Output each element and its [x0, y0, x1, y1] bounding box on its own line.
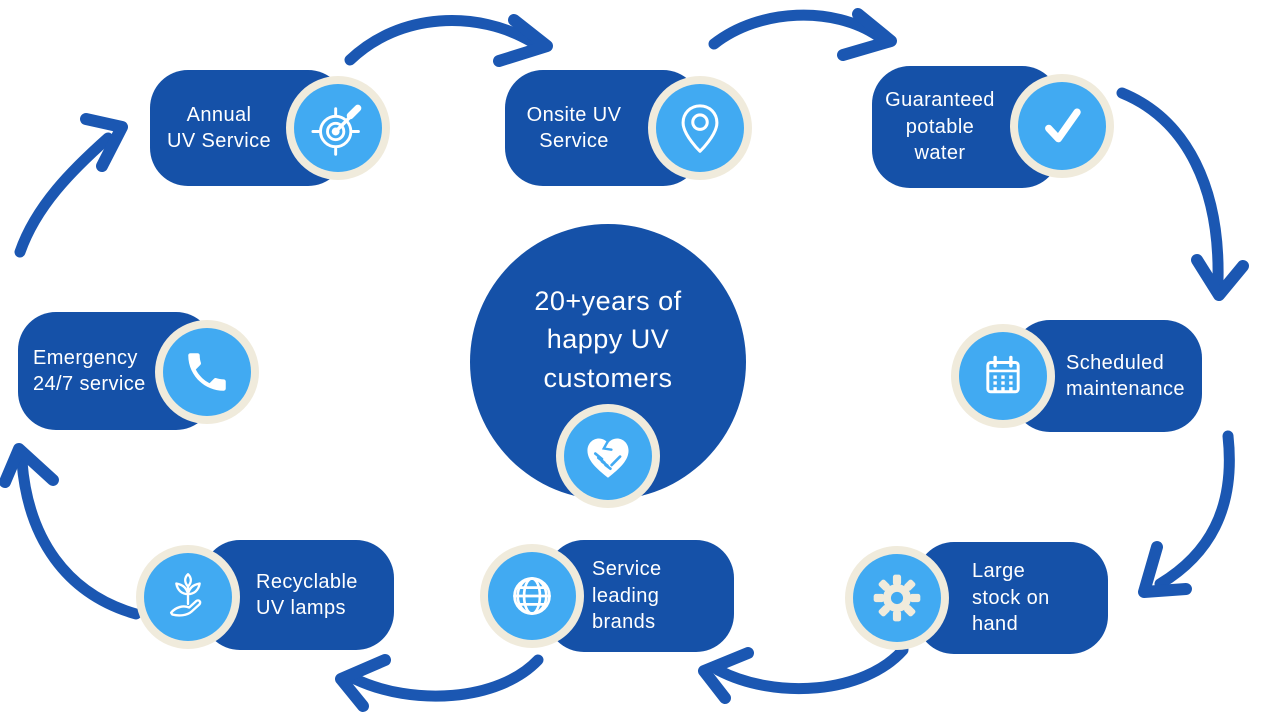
flow-arrowhead — [698, 647, 754, 704]
flow-arrow — [1116, 87, 1224, 286]
flow-arrowhead — [335, 654, 391, 712]
target-dart-icon — [311, 104, 362, 156]
location-pin-icon — [681, 104, 719, 153]
gear-icon — [873, 574, 921, 622]
flow-arrow — [708, 9, 884, 50]
flow-arrow — [712, 644, 909, 695]
gear-badge — [845, 546, 949, 650]
flow-arrowhead — [837, 8, 897, 61]
flow-arrowhead — [1191, 254, 1249, 301]
flow-arrow — [1154, 430, 1235, 590]
item-label-line: Guaranteed — [885, 89, 995, 112]
item-label-line: Service — [539, 130, 609, 152]
globe-badge — [480, 544, 584, 648]
calendar-badge — [951, 324, 1055, 428]
item-label-line: potable — [905, 115, 975, 138]
item-label-line: water — [914, 142, 966, 165]
flow-arrow — [344, 15, 538, 66]
flow-arrow — [16, 456, 142, 620]
plant-hand-badge — [136, 545, 240, 649]
globe-icon — [513, 577, 551, 615]
flow-arrowhead — [0, 443, 59, 488]
item-label-line: Service — [592, 558, 662, 581]
flow-arrowhead — [493, 14, 553, 67]
handshake-heart-icon — [587, 438, 629, 478]
item-recyclable-uv-lamps: Recyclable UV lamps — [202, 540, 394, 650]
center-circle: 20+years of happy UV customers — [470, 224, 746, 500]
item-label-line: hand — [972, 613, 1019, 636]
handshake-heart-badge — [556, 404, 660, 508]
flow-arrow — [14, 132, 114, 258]
item-label-line: maintenance — [1066, 378, 1185, 400]
item-label-line: Annual — [186, 103, 252, 126]
center-text-line: customers — [543, 362, 673, 393]
item-label-line: UV Service — [166, 130, 272, 152]
location-pin-badge — [648, 76, 752, 180]
item-label-line: leading — [592, 584, 660, 607]
item-label-line: Large — [972, 560, 1026, 583]
item-label-line: Recyclable — [256, 570, 358, 593]
checkmark-badge — [1010, 74, 1114, 178]
flow-arrow — [349, 654, 544, 702]
flow-arrowhead — [80, 113, 128, 172]
flow-arrowhead — [1138, 541, 1192, 598]
checkmark-icon — [1045, 108, 1081, 143]
target-dart-badge — [286, 76, 390, 180]
calendar-icon — [986, 355, 1020, 394]
item-label-line: 24/7 service — [33, 373, 146, 395]
item-service-leading-brands: Service leading brands — [546, 540, 734, 652]
item-label-line: stock on — [972, 586, 1050, 609]
center-text-line: happy UV — [546, 324, 670, 355]
item-label-line: Onsite UV — [526, 103, 622, 126]
item-label-line: UV lamps — [256, 597, 346, 619]
phone-icon — [188, 353, 226, 391]
item-label-line: Emergency — [33, 346, 138, 369]
center-text-line: 20+years of — [534, 286, 682, 316]
item-label-line: Scheduled — [1066, 351, 1165, 374]
plant-hand-icon — [169, 573, 202, 617]
phone-badge — [155, 320, 259, 424]
item-label-line: brands — [592, 611, 656, 634]
